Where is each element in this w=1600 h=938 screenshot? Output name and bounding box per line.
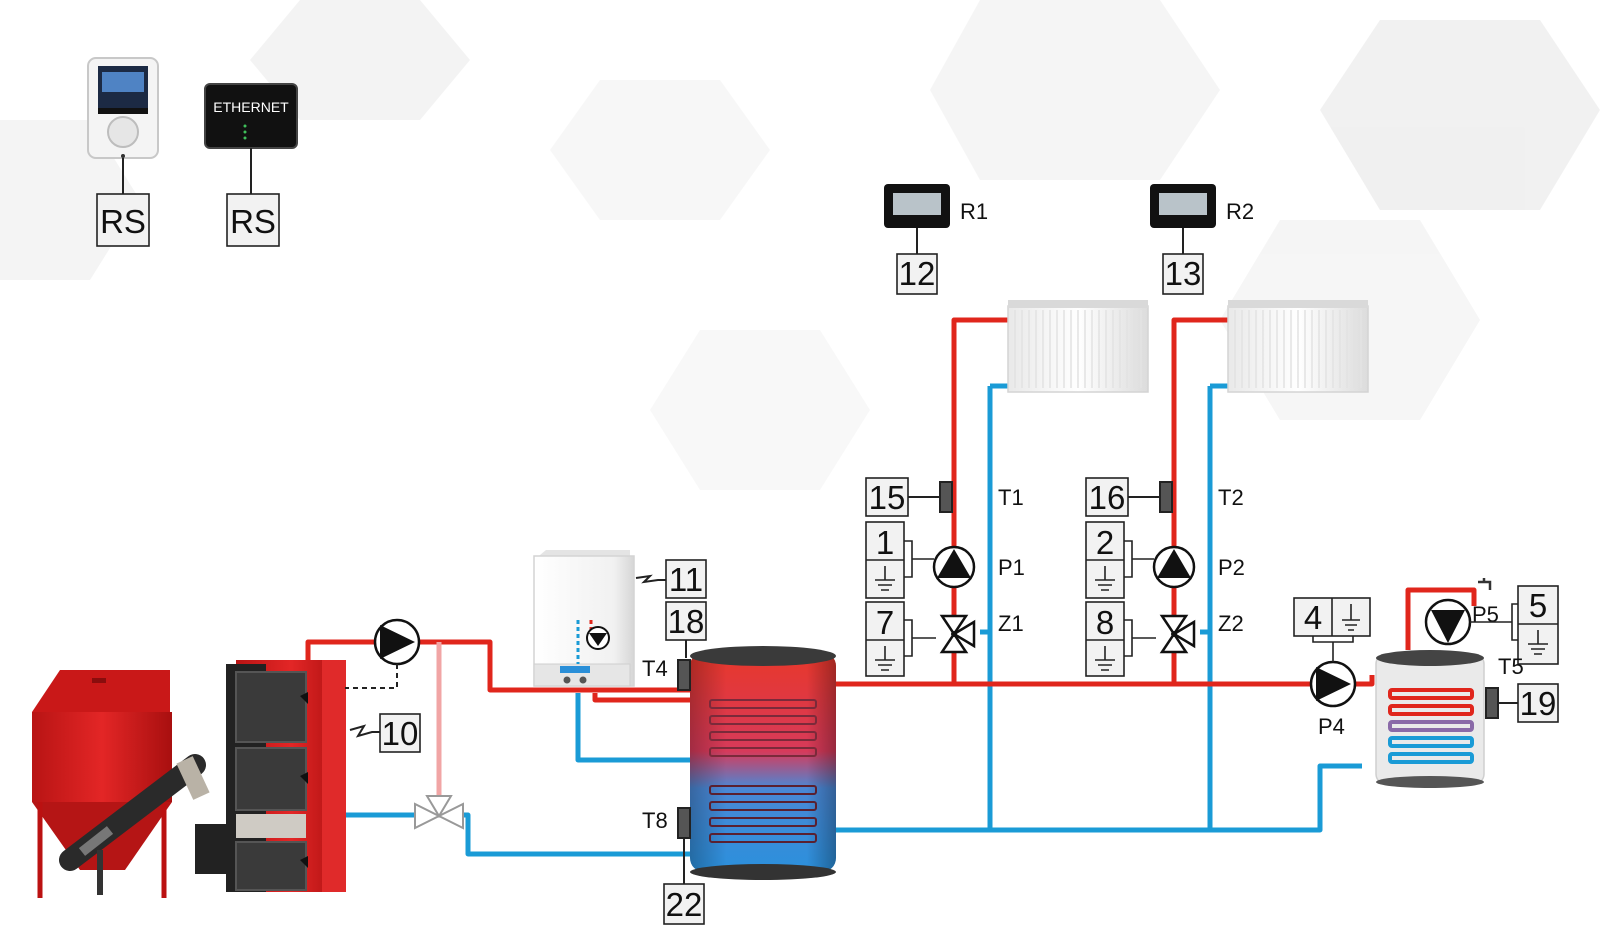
valve-z2 (1159, 614, 1196, 654)
dhw-coil (1388, 688, 1474, 700)
pump-p2 (1152, 545, 1196, 589)
dhw-coil (1388, 752, 1474, 764)
gas-boiler-signal-wire (635, 574, 668, 584)
svg-text:Z1: Z1 (998, 611, 1024, 636)
terminal-15: 15 (865, 477, 909, 517)
sensor-t4-label: T4 (642, 656, 668, 681)
svg-text:11: 11 (669, 561, 703, 598)
return-pipes (345, 383, 1362, 857)
tank-coil (709, 747, 817, 757)
pump-p4 (1309, 660, 1357, 708)
main-controller-rs-connector: RS (96, 193, 150, 247)
ground-symbol (875, 566, 895, 591)
terminal-7: 7 (865, 601, 905, 677)
terminal-16: 16 (1085, 477, 1129, 517)
return-mixing-valve (414, 795, 464, 830)
svg-text:15: 15 (869, 479, 906, 516)
terminal-22: 22 (663, 883, 705, 925)
svg-text:RS: RS (230, 203, 276, 240)
dhw-coil (1388, 704, 1474, 716)
pellet-boiler (226, 660, 346, 892)
svg-text:16: 16 (1089, 479, 1126, 516)
circuit-1: 15 T1 1 P1 7 Z1 (865, 477, 1025, 677)
terminal-2: 2 (1085, 521, 1125, 599)
terminal-1: 1 (865, 521, 905, 599)
tank-coil (709, 731, 817, 741)
svg-text:13: 13 (1165, 255, 1202, 292)
radiator-2 (1227, 300, 1369, 393)
svg-text:19: 19 (1520, 685, 1557, 722)
boiler-pump (345, 618, 421, 689)
svg-text:22: 22 (666, 886, 703, 923)
tap-icon (1478, 578, 1492, 590)
terminal-10: 10 (379, 713, 421, 753)
svg-text:T1: T1 (998, 485, 1024, 510)
sensor-t5 (1485, 687, 1499, 719)
valve-z1 (939, 614, 976, 654)
svg-text:4: 4 (1304, 599, 1322, 636)
terminal-12: 12 (896, 253, 938, 295)
dhw-coil (1388, 720, 1474, 732)
gas-boiler (533, 550, 635, 687)
tank-coil (709, 801, 817, 811)
circuit-2: 16 T2 2 P2 8 Z2 (1085, 477, 1245, 677)
main-controller (87, 57, 159, 194)
svg-text:2: 2 (1096, 524, 1114, 561)
sensor-t8 (677, 807, 691, 839)
boiler-signal-wire (349, 724, 384, 738)
buffer-tank (690, 646, 836, 880)
terminal-19: 19 (1517, 683, 1559, 723)
tank-coil (709, 833, 817, 843)
pump-p4-label: P4 (1318, 714, 1345, 739)
tank-coil (709, 817, 817, 827)
svg-text:R2: R2 (1226, 199, 1254, 224)
dhw-tank (1375, 650, 1485, 788)
svg-text:R1: R1 (960, 199, 988, 224)
terminal-4: 4 (1293, 597, 1371, 637)
ethernet-module: ETHERNET (204, 83, 298, 194)
terminal-18: 18 (665, 601, 707, 641)
svg-text:1: 1 (876, 524, 894, 561)
terminal-13: 13 (1162, 253, 1204, 295)
ethernet-module-rs-connector: RS (226, 193, 280, 247)
sensor-t4 (677, 659, 691, 691)
pump-p1 (932, 545, 976, 589)
svg-text:T2: T2 (1218, 485, 1244, 510)
svg-text:5: 5 (1529, 587, 1547, 624)
svg-text:RS: RS (100, 203, 146, 240)
svg-text:P2: P2 (1218, 555, 1245, 580)
terminal-8: 8 (1085, 601, 1125, 677)
tank-coil (709, 699, 817, 709)
radiator-1 (1007, 300, 1149, 393)
tank-coil (709, 785, 817, 795)
svg-text:8: 8 (1096, 604, 1114, 641)
tank-coil (709, 715, 817, 725)
room-regulator-r1: R1 (884, 184, 988, 254)
svg-text:10: 10 (382, 715, 419, 752)
room-regulator-r2: R2 (1150, 184, 1254, 254)
sensor-t5-label: T5 (1498, 654, 1524, 679)
sensor-t8-label: T8 (642, 808, 668, 833)
pump-p5 (1424, 598, 1472, 646)
sensor-t2 (1159, 481, 1173, 513)
svg-text:7: 7 (876, 604, 894, 641)
pump-p5-label: P5 (1472, 602, 1499, 627)
svg-text:P1: P1 (998, 555, 1025, 580)
sensor-t1 (939, 481, 953, 513)
dhw-coil (1388, 736, 1474, 748)
terminal-5: 5 (1517, 585, 1559, 665)
svg-text:18: 18 (668, 603, 705, 640)
supply-pipes (305, 317, 1477, 703)
ethernet-module-label: ETHERNET (213, 99, 289, 115)
terminal-11: 11 (665, 559, 707, 599)
svg-text:Z2: Z2 (1218, 611, 1244, 636)
svg-text:12: 12 (899, 255, 936, 292)
